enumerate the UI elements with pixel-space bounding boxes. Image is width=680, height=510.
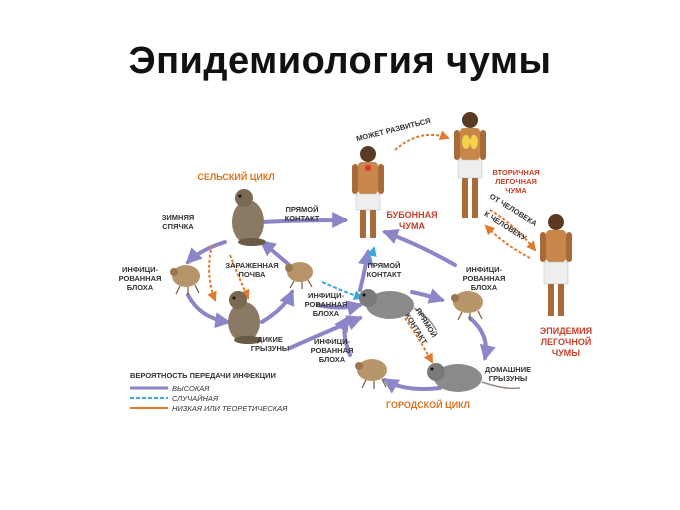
- flea-right-icon: [451, 291, 483, 321]
- domestic-rodents-label-2: ГРЫЗУНЫ: [489, 374, 527, 383]
- hibernation-label-1: ЗИМНЯЯ: [162, 213, 195, 222]
- epidemic-label-2: ЛЕГОЧНОЙ: [541, 336, 592, 347]
- infected-flea-center-label-2: РОВАННАЯ: [305, 300, 348, 309]
- epidemic-label-3: ЧУМЫ: [552, 348, 580, 358]
- rat-domestic-icon: [427, 363, 521, 392]
- infected-flea-left-label-2: РОВАННАЯ: [119, 274, 162, 283]
- flea-left-icon: [170, 265, 200, 295]
- hibernation-label-2: СПЯЧКА: [162, 222, 194, 231]
- rural-cycle-label: СЕЛЬСКИЙ ЦИКЛ: [197, 171, 274, 182]
- bubonic-label-1: БУБОННАЯ: [386, 210, 437, 220]
- legend-random-label: СЛУЧАЙНАЯ: [172, 394, 219, 403]
- legend-title: ВЕРОЯТНОСТЬ ПЕРЕДАЧИ ИНФЕКЦИИ: [130, 371, 276, 380]
- direct-contact-label-2: КОНТАКТ: [285, 214, 320, 223]
- legend: ВЕРОЯТНОСТЬ ПЕРЕДАЧИ ИНФЕКЦИИ ВЫСОКАЯ СЛ…: [130, 371, 288, 413]
- infected-flea-bottom-label-1: ИНФИЦИ-: [314, 337, 350, 346]
- human-secondary-pneumonic-icon: [454, 112, 486, 218]
- infected-flea-center-label-3: БЛОХА: [313, 309, 340, 318]
- secondary-pneumonic-label-2: ЛЕГОЧНАЯ: [495, 177, 537, 186]
- wild-rodents-label-2: ГРЫЗУНЫ: [251, 344, 289, 353]
- direct-contact-label-1: ПРЯМОЙ: [285, 205, 318, 214]
- domestic-rodents-label-1: ДОМАШНИЕ: [485, 365, 531, 374]
- secondary-pneumonic-label-1: ВТОРИЧНАЯ: [492, 168, 539, 177]
- infected-flea-right-label-1: ИНФИЦИ-: [466, 265, 502, 274]
- infected-flea-left-label-3: БЛОХА: [127, 283, 154, 292]
- flea-bottom-icon: [355, 359, 387, 389]
- infected-flea-center-label-1: ИНФИЦИ-: [308, 291, 344, 300]
- wild-rodents-label-1: ДИКИЕ: [257, 335, 283, 344]
- may-develop-label: МОЖЕТ РАЗВИТЬСЯ: [355, 116, 431, 143]
- bubonic-label-2: ЧУМА: [399, 221, 425, 231]
- infected-flea-left-label-1: ИНФИЦИ-: [122, 265, 158, 274]
- epidemic-label-1: ЭПИДЕМИЯ: [540, 326, 592, 336]
- contaminated-soil-label-2: ПОЧВА: [239, 270, 267, 279]
- infected-flea-right-label-2: РОВАННАЯ: [463, 274, 506, 283]
- page-title: Эпидемиология чумы: [128, 40, 552, 82]
- direct-contact-center-label-1: ПРЯМОЙ: [367, 261, 400, 270]
- legend-low-label: НИЗКАЯ ИЛИ ТЕОРЕТИЧЕСКАЯ: [172, 404, 288, 413]
- marmot-hibernation-icon: [232, 189, 266, 246]
- human-epidemic-icon: [540, 214, 572, 316]
- rat-center-icon: [359, 289, 437, 331]
- low-probability-arrows: [207, 130, 537, 364]
- legend-high-label: ВЫСОКАЯ: [172, 384, 210, 393]
- human-bubonic-icon: [352, 146, 384, 238]
- flea-center-icon: [285, 262, 313, 289]
- secondary-pneumonic-label-3: ЧУМА: [505, 186, 527, 195]
- marmot-wild-rodent-icon: [228, 291, 262, 344]
- infected-flea-bottom-label-3: БЛОХА: [319, 355, 346, 364]
- urban-cycle-label: ГОРОДСКОЙ ЦИКЛ: [386, 399, 470, 410]
- high-probability-arrows: [185, 212, 496, 394]
- contaminated-soil-label-1: ЗАРАЖЕННАЯ: [225, 261, 278, 270]
- direct-contact-center-label-2: КОНТАКТ: [367, 270, 402, 279]
- infected-flea-bottom-label-2: РОВАННАЯ: [311, 346, 354, 355]
- infected-flea-right-label-3: БЛОХА: [471, 283, 498, 292]
